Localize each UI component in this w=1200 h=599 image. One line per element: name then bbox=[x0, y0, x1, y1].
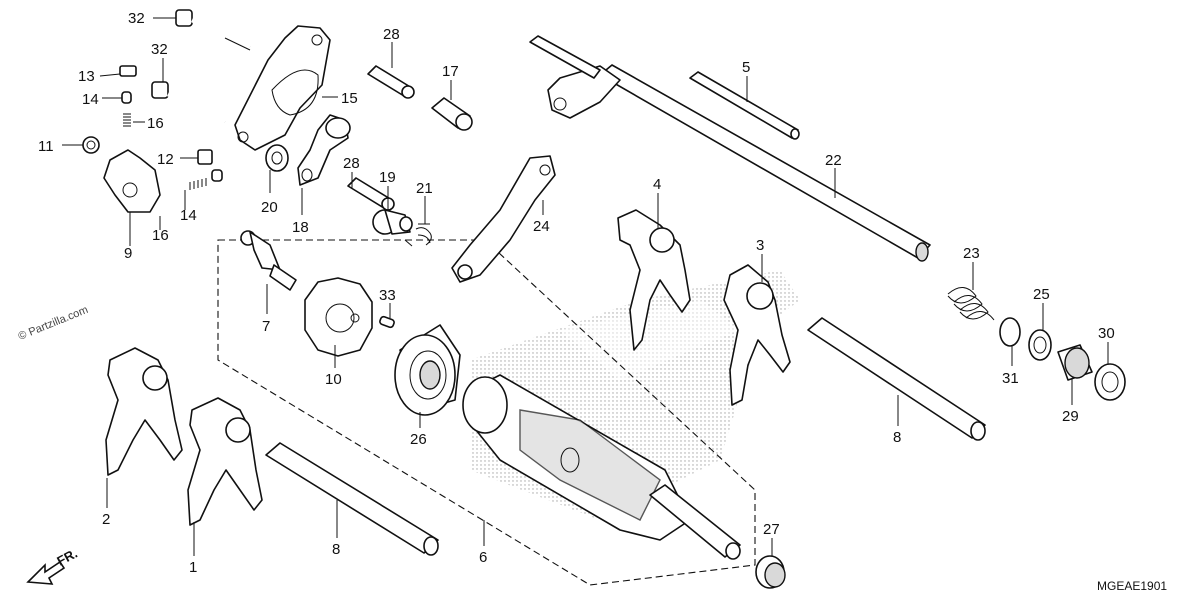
callout-22: 22 bbox=[825, 152, 842, 169]
callout-12: 12 bbox=[157, 151, 174, 168]
callout-18: 18 bbox=[292, 219, 309, 236]
callout-33: 33 bbox=[379, 287, 396, 304]
callout-8-left: 8 bbox=[332, 541, 340, 558]
callout-16-lower: 16 bbox=[152, 227, 169, 244]
part-26-bearing bbox=[394, 324, 461, 416]
part-16-spring-lower bbox=[189, 178, 207, 190]
callout-5: 5 bbox=[742, 59, 750, 76]
callout-labels: 32 32 13 14 16 11 12 14 16 9 28 17 15 20… bbox=[38, 10, 1115, 576]
callout-32-upper: 32 bbox=[128, 10, 145, 27]
callout-9: 9 bbox=[124, 245, 132, 262]
callout-7: 7 bbox=[262, 318, 270, 335]
callout-13: 13 bbox=[78, 68, 95, 85]
part-23-spring bbox=[947, 287, 995, 321]
callout-4: 4 bbox=[653, 176, 661, 193]
callout-3: 3 bbox=[756, 237, 764, 254]
callout-24: 24 bbox=[533, 218, 550, 235]
callout-6: 6 bbox=[479, 549, 487, 566]
part-33-pin bbox=[379, 315, 395, 329]
part-2-fork bbox=[105, 347, 183, 476]
callout-25: 25 bbox=[1033, 286, 1050, 303]
part-27-bearing bbox=[755, 555, 786, 589]
bolt-32-lower bbox=[151, 81, 227, 125]
callout-26: 26 bbox=[410, 431, 427, 448]
callout-8-right: 8 bbox=[893, 429, 901, 446]
callout-14-upper: 14 bbox=[82, 91, 99, 108]
callout-19: 19 bbox=[379, 169, 396, 186]
part-30-seal bbox=[1094, 363, 1126, 401]
part-13-clip bbox=[119, 65, 137, 77]
callout-17: 17 bbox=[442, 63, 459, 80]
callout-28-upper: 28 bbox=[383, 26, 400, 43]
callout-30: 30 bbox=[1098, 325, 1115, 342]
part-10-star-plate bbox=[304, 277, 373, 357]
callout-10: 10 bbox=[325, 371, 342, 388]
callout-28-lower: 28 bbox=[343, 155, 360, 172]
callout-14-lower: 14 bbox=[180, 207, 197, 224]
front-direction-indicator: FR. bbox=[26, 546, 80, 585]
callout-16-upper: 16 bbox=[147, 115, 164, 132]
part-21-spring bbox=[415, 223, 432, 246]
callout-27: 27 bbox=[763, 521, 780, 538]
part-1-fork bbox=[187, 397, 263, 526]
part-28-collar-upper bbox=[367, 65, 415, 99]
part-14-pin-upper bbox=[121, 91, 132, 104]
part-8-shaft-right bbox=[807, 317, 986, 441]
callout-20: 20 bbox=[261, 199, 278, 216]
part-5-shaft bbox=[689, 71, 800, 140]
callout-21: 21 bbox=[416, 180, 433, 197]
leader-lines bbox=[62, 17, 1109, 556]
callout-32-lower: 32 bbox=[151, 41, 168, 58]
part-6-shift-drum bbox=[462, 374, 741, 560]
part-19-roller bbox=[372, 209, 413, 235]
part-14-pin-lower bbox=[211, 169, 223, 182]
callout-31: 31 bbox=[1002, 370, 1019, 387]
watermark-text: © Partzilla.com bbox=[17, 304, 90, 343]
part-7-bolt bbox=[240, 230, 297, 291]
part-11-bolt bbox=[82, 136, 100, 154]
part-31-circlip bbox=[999, 317, 1021, 347]
part-24-lever bbox=[451, 155, 556, 283]
part-9-stopper-arm bbox=[103, 149, 161, 213]
front-arrow-icon bbox=[26, 560, 66, 585]
part-29-bearing bbox=[1057, 344, 1093, 381]
part-16-spring-upper bbox=[123, 113, 131, 127]
callout-11: 11 bbox=[38, 138, 54, 155]
part-8-shaft-left bbox=[265, 442, 439, 556]
bolt-32-upper bbox=[175, 9, 251, 51]
callout-1: 1 bbox=[189, 559, 197, 576]
callout-15: 15 bbox=[341, 90, 358, 107]
part-20-washer bbox=[265, 144, 289, 172]
callout-2: 2 bbox=[102, 511, 110, 528]
callout-29: 29 bbox=[1062, 408, 1079, 425]
callout-23: 23 bbox=[963, 245, 980, 262]
part-22-shift-spindle bbox=[529, 35, 931, 262]
part-12-clip bbox=[197, 149, 213, 165]
part-15-plate bbox=[234, 25, 331, 151]
diagram-code: MGEAE1901 bbox=[1097, 579, 1167, 593]
part-25-washer bbox=[1028, 329, 1052, 361]
part-17-collar bbox=[431, 97, 473, 131]
